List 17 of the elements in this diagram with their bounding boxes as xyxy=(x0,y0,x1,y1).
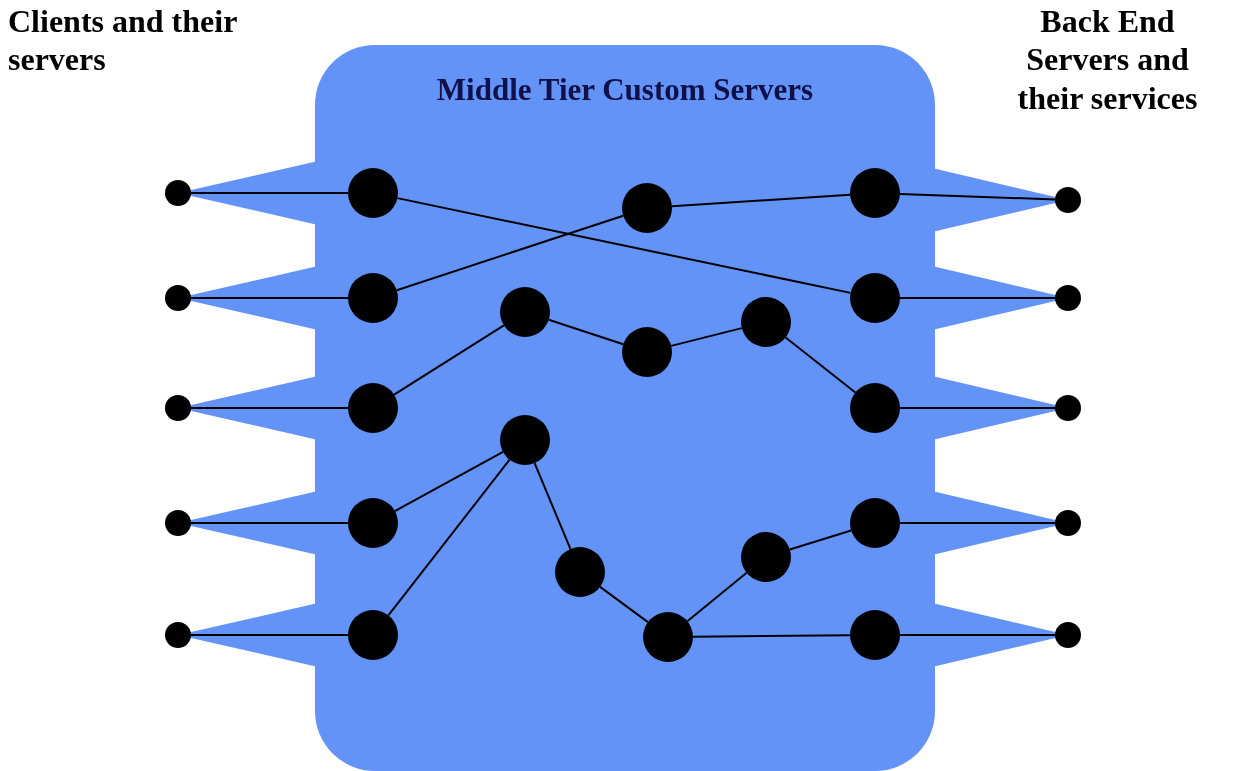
connector-line xyxy=(670,327,743,347)
connector-line xyxy=(686,571,748,623)
connector-line xyxy=(670,193,852,208)
connector-line xyxy=(692,634,851,638)
connector-line xyxy=(599,585,649,624)
connector-line xyxy=(547,318,625,346)
connector-line xyxy=(533,462,572,550)
connector-line xyxy=(784,336,857,394)
connector-line xyxy=(393,451,505,512)
connector-line xyxy=(387,458,511,617)
connector-line xyxy=(788,529,853,551)
column-heading: Back End Servers and their services xyxy=(1016,2,1199,118)
connector-line xyxy=(395,214,625,292)
column-heading: Clients and their servers xyxy=(8,2,238,79)
connector-line xyxy=(396,197,852,294)
panel-title: Middle Tier Custom Servers xyxy=(435,71,815,109)
connector-line xyxy=(393,324,505,396)
